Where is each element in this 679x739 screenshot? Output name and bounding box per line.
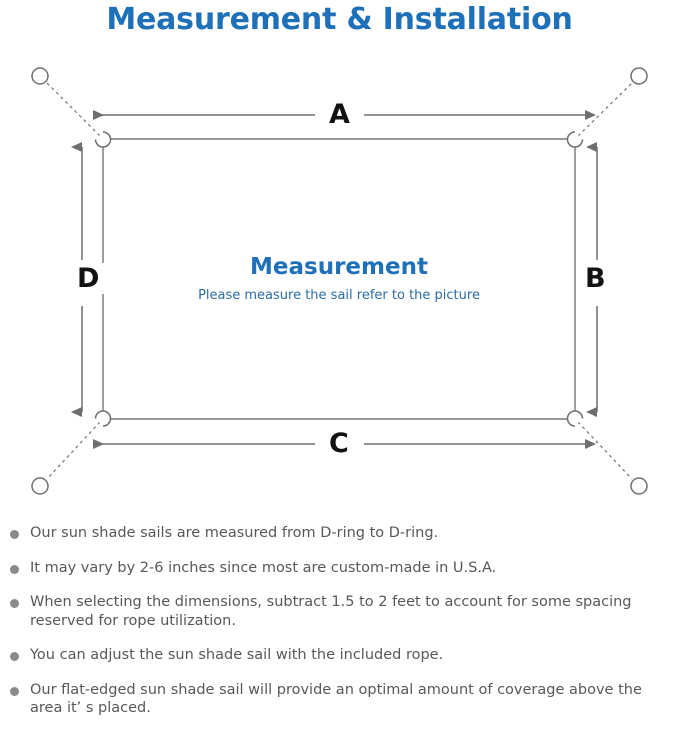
d-ring-top-right xyxy=(566,131,584,148)
bullet-icon xyxy=(10,686,19,696)
page-title: Measurement & Installation xyxy=(106,2,573,37)
notes-list: Our sun shade sails are measured from D-… xyxy=(0,524,679,734)
list-item: When selecting the dimensions, subtract … xyxy=(0,593,679,630)
rope-line-bottom-right xyxy=(577,421,633,480)
dimension-label-d: D xyxy=(70,263,107,294)
list-item: Our flat-edged sun shade sail will provi… xyxy=(0,681,679,718)
note-text: Our sun shade sails are measured from D-… xyxy=(30,525,439,541)
measurement-diagram-svg xyxy=(31,67,648,495)
list-item: It may vary by 2-6 inches since most are… xyxy=(0,559,679,578)
bullet-icon xyxy=(10,599,19,609)
list-item: You can adjust the sun shade sail with t… xyxy=(0,646,679,665)
rope-line-bottom-left xyxy=(46,421,101,480)
rope-lines xyxy=(46,82,633,480)
anchor-point-bottom-left xyxy=(31,477,49,495)
bullet-icon xyxy=(10,530,19,539)
dimension-label-c: C xyxy=(322,428,356,459)
anchor-point-top-left xyxy=(31,67,49,85)
sail-body xyxy=(102,138,576,420)
d-ring-top-left xyxy=(94,131,112,148)
d-ring-bottom-left xyxy=(94,410,112,427)
d-rings xyxy=(94,131,584,427)
note-text: It may vary by 2-6 inches since most are… xyxy=(30,559,497,576)
d-ring-bottom-right xyxy=(566,410,584,427)
dimension-label-b: B xyxy=(578,263,613,294)
anchor-point-top-right xyxy=(630,67,648,85)
list-item: Our sun shade sails are measured from D-… xyxy=(0,524,679,543)
note-text: Our flat-edged sun shade sail will provi… xyxy=(30,681,642,717)
dimension-label-a: A xyxy=(322,99,357,130)
anchor-point-bottom-right xyxy=(630,477,648,495)
bullet-icon xyxy=(10,652,19,662)
note-text: When selecting the dimensions, subtract … xyxy=(30,594,632,629)
bullet-icon xyxy=(10,564,19,574)
note-text: You can adjust the sun shade sail with t… xyxy=(30,647,444,664)
rope-line-top-left xyxy=(46,82,101,137)
rope-line-top-right xyxy=(577,82,633,137)
anchor-points xyxy=(31,67,648,495)
